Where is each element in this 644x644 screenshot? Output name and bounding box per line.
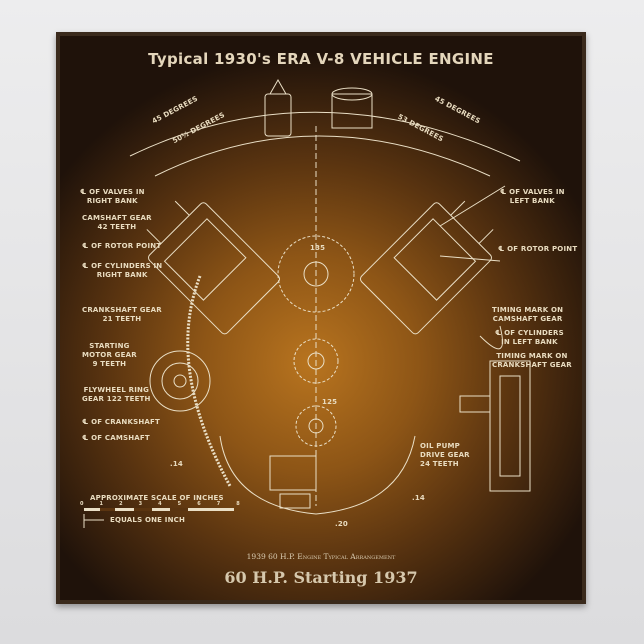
scale-note: EQUALS ONE INCH: [110, 516, 186, 524]
poster-footer: 60 H.P. Starting 1937: [224, 568, 418, 587]
dim-14-right: .14: [412, 494, 426, 502]
scale-tick: 7: [216, 501, 221, 507]
label-rotor-point-right: ℄ OF ROTOR POINT: [498, 245, 578, 253]
label-starting-motor-gear: STARTING MOTOR GEAR 9 TEETH: [82, 342, 137, 368]
scale-tick: 6: [197, 501, 201, 507]
scale-tick: 8: [236, 501, 240, 507]
label-rotor-point-left: ℄ OF ROTOR POINT: [82, 242, 162, 250]
label-valves-right-bank: ℄ OF VALVES IN RIGHT BANK: [80, 188, 145, 205]
label-valves-left-bank: ℄ OF VALVES IN LEFT BANK: [500, 188, 565, 205]
angle-arc-outer: [129, 111, 521, 162]
scale-tick: 0: [80, 501, 84, 507]
label-crankshaft-gear: CRANKSHAFT GEAR 21 TEETH: [82, 306, 162, 323]
label-camshaft-centerline: ℄ OF CAMSHAFT: [82, 434, 150, 442]
poster-artwork: Typical 1930's ERA V-8 VEHICLE ENGINE: [60, 36, 582, 600]
poster: Typical 1930's ERA V-8 VEHICLE ENGINE: [56, 32, 586, 604]
dim-135: 135: [310, 244, 326, 252]
label-cylinders-left-bank: ℄ OF CYLINDERS IN LEFT BANK: [495, 329, 564, 346]
poster-subtitle: 1939 60 H.P. Engine Typical Arrangement: [246, 552, 396, 561]
scale-title: APPROXIMATE SCALE OF INCHES: [90, 494, 224, 502]
label-timing-mark-crankshaft: TIMING MARK ON CRANKSHAFT GEAR: [492, 352, 572, 369]
label-oil-pump-drive-gear: OIL PUMP DRIVE GEAR 24 TEETH: [420, 442, 470, 468]
scale-ticks: 0 1 2 3 4 5 6 7 8: [80, 500, 240, 509]
angle-arc-inner: [154, 135, 491, 177]
engine-drawing: [83, 78, 531, 528]
label-timing-mark-camshaft: TIMING MARK ON CAMSHAFT GEAR: [492, 306, 564, 323]
scale-tick: 4: [158, 501, 162, 507]
label-flywheel-ring-gear: FLYWHEEL RING GEAR 122 TEETH: [82, 386, 151, 403]
scale-bar: [83, 508, 234, 528]
label-cylinders-right-bank: ℄ OF CYLINDERS IN RIGHT BANK: [82, 262, 163, 279]
scale-tick: 1: [99, 501, 104, 507]
dim-125: 125: [322, 398, 338, 406]
dim-20: .20: [335, 520, 349, 528]
dim-14-left: .14: [170, 460, 184, 468]
scale-tick: 2: [119, 501, 123, 507]
label-camshaft-gear: CAMSHAFT GEAR 42 TEETH: [82, 214, 152, 231]
label-crankshaft-centerline: ℄ OF CRANKSHAFT: [82, 418, 160, 426]
poster-title: Typical 1930's ERA V-8 VEHICLE ENGINE: [148, 50, 494, 68]
scale-tick: 3: [138, 501, 143, 507]
scale-tick: 5: [177, 501, 182, 507]
